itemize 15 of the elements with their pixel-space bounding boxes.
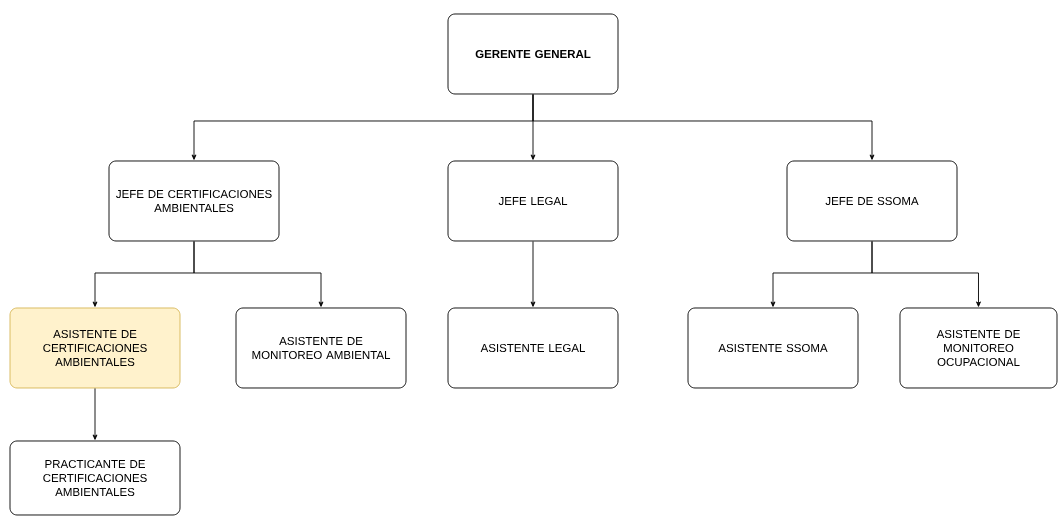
- org-box: JEFE DE SSOMA: [786, 160, 958, 242]
- org-box: ASISTENTE DE CERTIFICACIONES AMBIENTALES: [9, 307, 181, 389]
- arrow: [532, 94, 875, 160]
- arrow: [92, 388, 98, 440]
- arrow: [193, 241, 324, 307]
- org-box: ASISTENTE SSOMA: [687, 307, 859, 389]
- org-box: JEFE DE CERTIFICACIONES AMBIENTALES: [108, 160, 280, 242]
- org-box: JEFE LEGAL: [447, 160, 619, 242]
- org-box: GERENTE GENERAL: [447, 13, 619, 95]
- org-box: ASISTENTE DE MONITOREO OCUPACIONAL: [899, 307, 1058, 389]
- org-box: ASISTENTE DE MONITOREO AMBIENTAL: [235, 307, 407, 389]
- org-box: ASISTENTE LEGAL: [447, 307, 619, 389]
- arrow: [530, 241, 536, 307]
- org-box: PRACTICANTE DE CERTIFICACIONES AMBIENTALES: [9, 440, 181, 516]
- arrow: [871, 241, 981, 307]
